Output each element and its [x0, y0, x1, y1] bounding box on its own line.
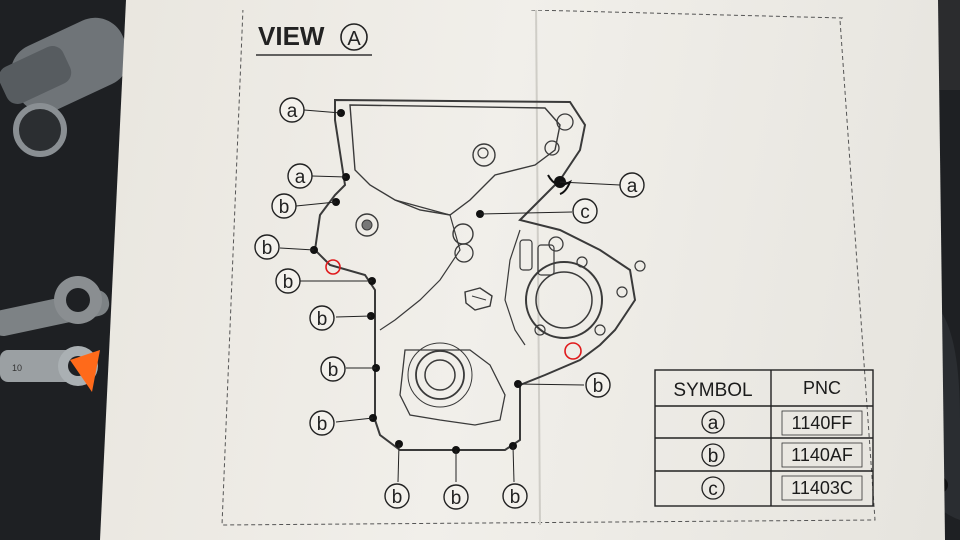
svg-text:b: b [328, 360, 339, 381]
callout-labels: a a b b b b b b [254, 97, 645, 510]
view-letter: A [347, 28, 361, 50]
svg-text:b: b [262, 238, 273, 259]
table-header-pnc: PNC [803, 378, 841, 398]
callout-b-3: b [275, 268, 301, 294]
table-row-pnc: 11403C [791, 478, 853, 498]
red-marking-circle [564, 342, 582, 360]
callout-b-1: b [271, 193, 297, 219]
svg-text:b: b [317, 414, 328, 435]
socket-wrench-icon [0, 17, 130, 157]
callout-b-2: b [254, 234, 280, 260]
svg-text:b: b [593, 376, 604, 397]
table-header-symbol: SYMBOL [673, 380, 752, 401]
table-row-pnc: 1140AF [791, 445, 853, 465]
pnc-table: SYMBOL PNC a 1140FF b 1140AF c 11403C [654, 369, 874, 507]
svg-text:a: a [287, 101, 298, 122]
svg-text:b: b [279, 197, 290, 218]
pen-scribble [547, 174, 572, 195]
wrench-marking: 10 [12, 363, 22, 373]
callout-b-7: b [384, 483, 410, 509]
svg-text:b: b [510, 487, 521, 508]
leader-lines [279, 109, 621, 483]
callout-a-1: a [279, 97, 305, 123]
svg-text:a: a [295, 167, 306, 188]
callout-b-9: b [502, 483, 528, 509]
svg-text:b: b [451, 488, 462, 509]
table-row-symbol: c [708, 479, 718, 500]
callout-c-1: c [572, 198, 598, 224]
table-row-symbol: b [708, 446, 719, 467]
callout-b-5: b [320, 356, 346, 382]
red-marking-circle [325, 259, 341, 275]
cover-outline [313, 98, 646, 451]
view-circle [340, 23, 368, 51]
view-title: VIEW [258, 21, 325, 51]
svg-text:b: b [317, 309, 328, 330]
callout-b-4: b [309, 305, 335, 331]
svg-text:c: c [580, 202, 590, 223]
callout-a-2: a [287, 163, 313, 189]
callout-b-10: b [585, 372, 611, 398]
svg-text:a: a [627, 176, 638, 197]
callout-b-6: b [309, 410, 335, 436]
callout-b-8: b [443, 484, 469, 510]
callout-a-3: a [619, 172, 645, 198]
timing-cover-diagram: VIEW A [221, 10, 876, 526]
table-row-pnc: 1140FF [792, 413, 853, 433]
svg-text:b: b [392, 487, 403, 508]
dashed-border [221, 10, 876, 526]
table-row-symbol: a [708, 413, 719, 434]
svg-text:b: b [283, 272, 294, 293]
orange-tag [70, 350, 100, 392]
